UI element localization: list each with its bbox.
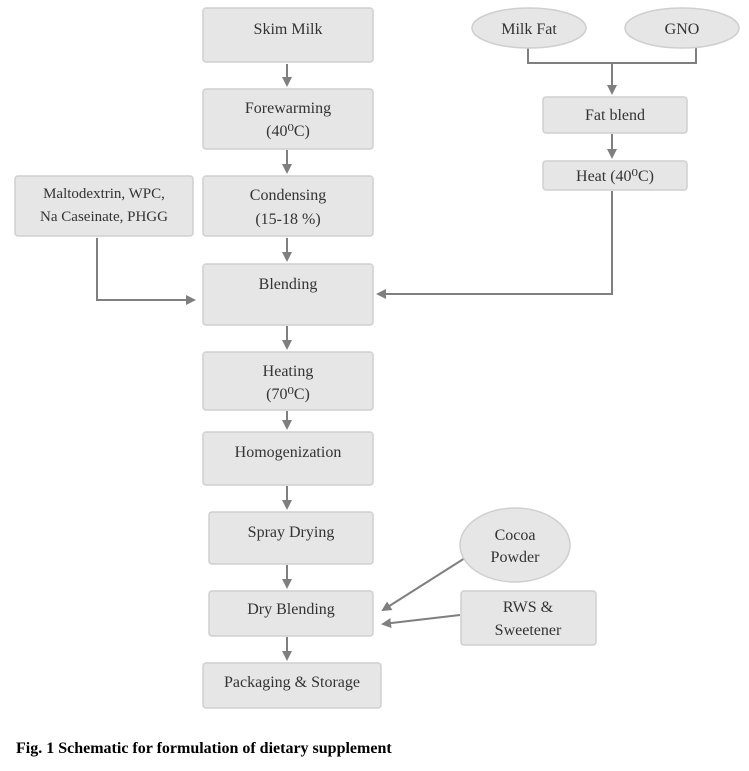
node-fat-blend: Fat blend [542, 96, 688, 134]
node-heat: Heat (40⁰C) [542, 160, 688, 191]
node-heating-label: Heating [263, 363, 314, 380]
node-packaging-label: Packaging & Storage [224, 674, 360, 691]
node-condensing: Condensing (15-18 %) [202, 175, 374, 237]
node-forewarming-label: Forewarming [245, 100, 331, 117]
edge-fats-to-fatblend [527, 48, 697, 64]
node-fat-blend-label: Fat blend [585, 107, 645, 124]
node-gno: GNO [624, 7, 740, 49]
node-additives-line1: Maltodextrin, WPC, [43, 186, 165, 202]
node-heat-label: Heat (40⁰C) [576, 168, 654, 185]
node-spray-drying: Spray Drying [208, 511, 374, 565]
node-cocoa-powder-line2: Powder [491, 549, 541, 566]
node-dry-blending-label: Dry Blending [247, 601, 335, 618]
node-dry-blending: Dry Blending [208, 590, 374, 637]
node-additives-line2: Na Caseinate, PHGG [40, 209, 168, 225]
node-heating: Heating (70⁰C) [202, 351, 374, 411]
node-heating-temp: (70⁰C) [266, 386, 310, 403]
node-cocoa-powder: Cocoa Powder [459, 507, 571, 583]
node-forewarming: Forewarming (40⁰C) [202, 88, 374, 150]
node-skim-milk: Skim Milk [202, 7, 374, 63]
node-milk-fat: Milk Fat [471, 7, 587, 49]
figure-caption: Fig. 1 Schematic for formulation of diet… [16, 740, 392, 757]
node-homogenization-label: Homogenization [235, 444, 342, 461]
edge-cocoa-to-dryblending [381, 557, 466, 612]
node-rws-sweetener: RWS & Sweetener [460, 590, 597, 646]
node-additives: Maltodextrin, WPC, Na Caseinate, PHGG [14, 175, 194, 237]
edge-additives-to-blending [96, 238, 196, 305]
node-condensing-label: Condensing [250, 187, 326, 204]
node-rws-sweetener-line1: RWS & [503, 599, 554, 616]
node-homogenization: Homogenization [202, 431, 374, 486]
node-cocoa-powder-line1: Cocoa [495, 527, 536, 544]
node-packaging: Packaging & Storage [202, 662, 382, 709]
node-skim-milk-label: Skim Milk [254, 21, 323, 38]
edge-rws-to-dryblending [381, 614, 461, 629]
edges [96, 48, 697, 661]
node-blending: Blending [202, 263, 374, 326]
node-gno-label: GNO [665, 21, 700, 38]
node-blending-label: Blending [259, 276, 318, 293]
node-forewarming-temp: (40⁰C) [266, 123, 310, 140]
node-condensing-range: (15-18 %) [255, 211, 320, 228]
node-spray-drying-label: Spray Drying [248, 524, 335, 541]
edge-heat-to-blending [376, 191, 613, 299]
node-milk-fat-label: Milk Fat [501, 21, 557, 38]
node-rws-sweetener-line2: Sweetener [495, 622, 562, 639]
